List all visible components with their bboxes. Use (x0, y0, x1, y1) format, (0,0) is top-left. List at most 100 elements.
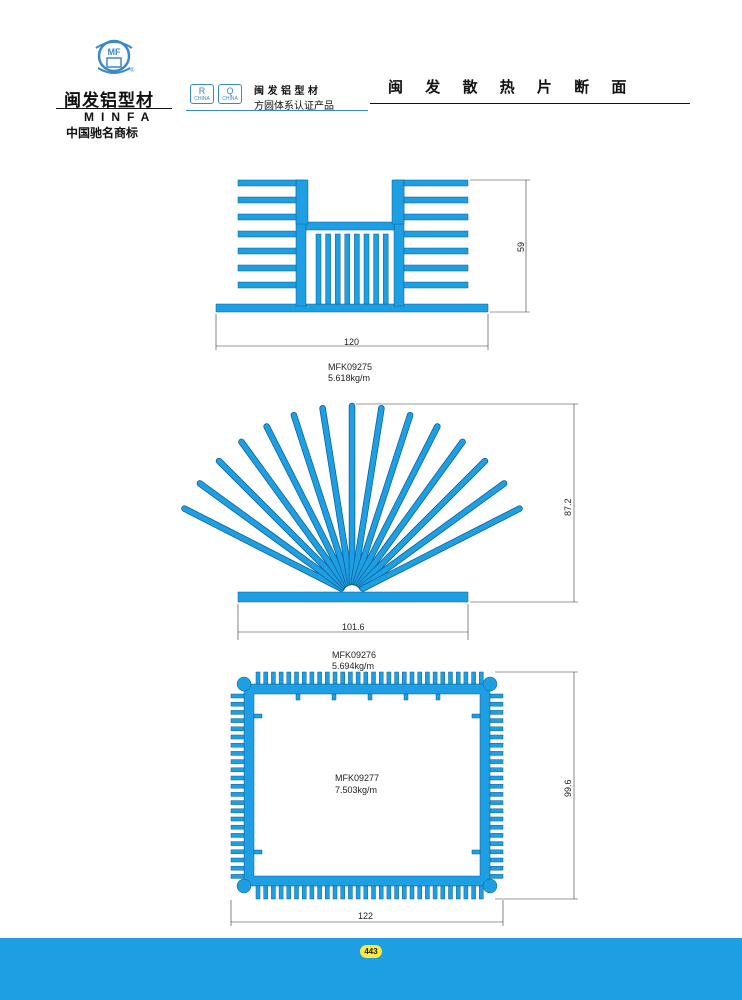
p2-fin (354, 423, 440, 586)
p3-top-fin (294, 671, 299, 685)
p1-right-shoulder (391, 179, 405, 225)
p3-bottom-fin (363, 885, 369, 900)
p3-tab (403, 693, 409, 701)
profile-1-weight: 5.618kg/m (328, 373, 371, 383)
p3-top-fin (355, 671, 361, 685)
p3-top-fin (309, 671, 315, 685)
profile-mfk09275-drawing (215, 179, 530, 350)
profile-3-weight: 7.503kg/m (335, 785, 378, 795)
p3-top-fin (263, 671, 268, 685)
p3-top-fin (440, 671, 446, 685)
profile-2-weight: 5.694kg/m (332, 661, 375, 671)
p3-left-fin (230, 718, 245, 723)
p3-left-fin (230, 742, 245, 748)
p3-right-fin (489, 849, 504, 855)
p2-fin (359, 480, 507, 590)
profile-2-height-dim: 87.2 (563, 498, 573, 516)
p3-right-fin (489, 816, 504, 822)
p3-left-fin (230, 874, 245, 879)
header: MF ® 闽发铝型材 MINFA 中国驰名商标 R CHINA Q CHINA … (0, 0, 742, 150)
p3-bottom-fin (317, 885, 322, 900)
p3-left-fin (230, 767, 245, 773)
p3-right-fin (489, 865, 504, 871)
p3-left-fin (230, 734, 245, 740)
svg-text:®: ® (130, 67, 135, 74)
p1-center-fin (373, 233, 379, 305)
p3-top-fin (448, 671, 453, 685)
p3-right-fin (489, 833, 504, 838)
p3-left-fin (230, 693, 245, 699)
p3-right-fin (489, 767, 504, 773)
p2-fin (238, 439, 348, 587)
p3-left-fin (230, 833, 245, 838)
cert-q-letter: Q (226, 86, 234, 96)
p3-left-fin (230, 759, 245, 764)
p3-bottom-fin (325, 885, 330, 900)
p3-bottom-fin (440, 885, 446, 900)
p1-left-fin (237, 230, 297, 238)
brand-name: 闽发铝型材 (64, 91, 154, 111)
p3-left-fin (230, 800, 245, 805)
p3-top-fin (394, 671, 399, 685)
p1-center-fin (315, 233, 322, 305)
p3-bottom-fin (294, 885, 299, 900)
p3-left-fin (230, 751, 245, 756)
p3-slot (253, 713, 263, 719)
p3-bottom-fin (271, 885, 276, 900)
p3-top-fin (417, 671, 422, 685)
p3-bottom-fin (340, 885, 345, 900)
p3-top-fin (317, 671, 322, 685)
p3-left-fin (230, 775, 245, 781)
p3-bottom-fin (425, 885, 430, 900)
p3-tab (435, 693, 441, 701)
p3-bottom-fin (409, 885, 415, 900)
p3-top-fin (371, 671, 376, 685)
p3-left-fin (230, 726, 245, 732)
p3-top-fin (286, 671, 292, 685)
p3-top-fin (402, 671, 407, 685)
cert-q-badge: Q CHINA (218, 84, 242, 104)
p3-corner-boss (236, 676, 252, 692)
p3-top-fin (278, 671, 284, 685)
p3-right-fin (489, 718, 504, 723)
p1-right-fin (403, 230, 469, 238)
header-divider (186, 110, 368, 111)
brand-slogan: 中国驰名商标 (66, 126, 139, 140)
p3-right-fin (489, 701, 504, 707)
p3-top-fin (340, 671, 345, 685)
p1-center-fin (354, 233, 360, 305)
brand-latin: MINFA (84, 110, 157, 124)
p3-right-fin (489, 693, 504, 699)
p3-top-fin (332, 671, 338, 685)
p2-fin (360, 506, 523, 592)
p3-right-fin (489, 742, 504, 748)
p3-right-fin (489, 800, 504, 805)
p1-right-fin (403, 196, 469, 204)
p1-right-fin (403, 247, 469, 255)
p3-bottom-fin (394, 885, 399, 900)
p3-top-fin (425, 671, 430, 685)
p2-base (237, 591, 469, 603)
p3-top-fin (479, 671, 484, 685)
brand-logo-icon: MF ® (95, 39, 135, 74)
p3-bottom-fin (332, 885, 338, 900)
p3-top-fin (471, 671, 476, 685)
profile-3-code: MFK09277 (335, 773, 380, 783)
p3-right-fin (489, 783, 504, 789)
p2-fin (264, 423, 350, 586)
p1-right-fin (403, 281, 469, 289)
p3-right-fin (489, 857, 504, 863)
p1-center-fin (363, 233, 370, 305)
p3-right-fin (489, 808, 504, 814)
p2-fin (320, 405, 353, 585)
p3-bottom-fin (355, 885, 361, 900)
cert-brand: 闽 发 铝 型 材 (254, 86, 318, 97)
p3-top-fin (348, 671, 353, 685)
p3-bottom-fin (301, 885, 307, 900)
profile-2-code: MFK09276 (332, 650, 377, 660)
p3-top-fin (255, 671, 261, 685)
p3-right-fin (489, 759, 504, 764)
p3-corner-boss (236, 878, 252, 894)
p1-left-fin (237, 264, 297, 272)
p3-top-fin (463, 671, 469, 685)
